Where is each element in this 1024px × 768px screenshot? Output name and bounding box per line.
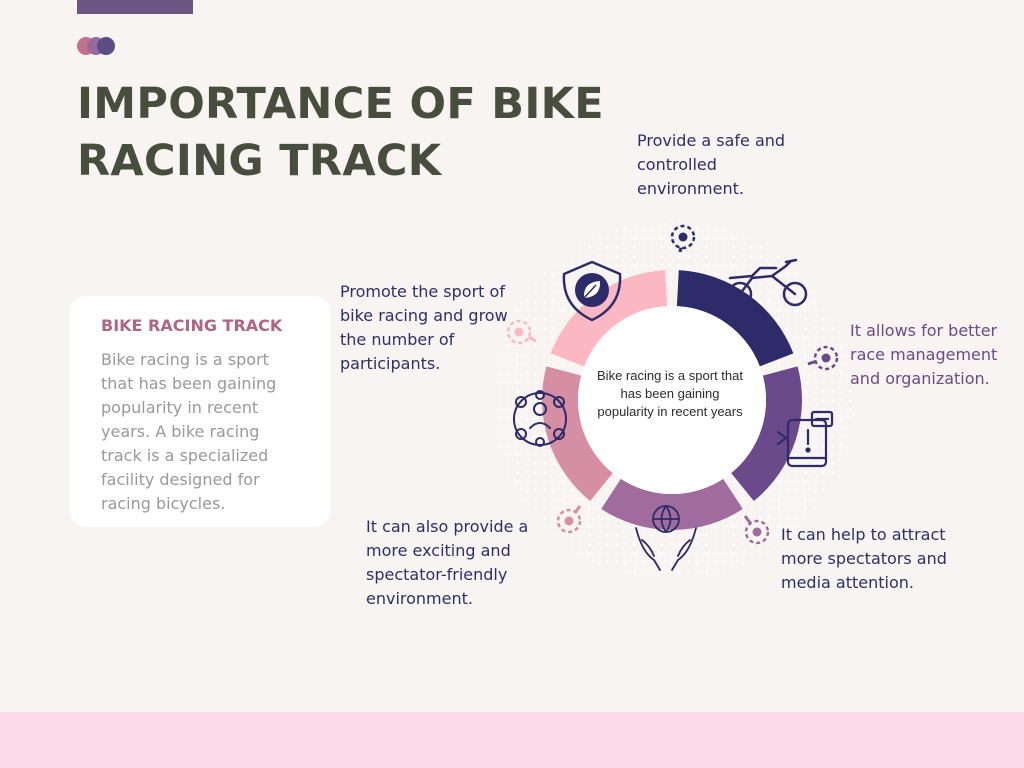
marker-dot-2 (821, 353, 831, 363)
info-card: BIKE RACING TRACK Bike racing is a sport… (70, 296, 330, 527)
benefit-race-management: It allows for better race management and… (850, 321, 998, 388)
top-accent-bar (77, 0, 193, 14)
marker-dot-4 (564, 516, 574, 526)
motorcycle-icon (727, 258, 808, 307)
wheel-segment-1 (676, 270, 794, 367)
connectors (506, 224, 839, 545)
marker-dot-1 (678, 232, 688, 242)
card-title: BIKE RACING TRACK (101, 316, 283, 335)
marker-dot-5 (514, 327, 524, 337)
benefit-promote-sport: Promote the sport of bike racing and gro… (340, 282, 508, 373)
wheel-segment-4 (542, 366, 613, 502)
wheel-segments (542, 270, 802, 531)
dot-3 (97, 37, 115, 55)
center-disc (578, 306, 766, 494)
benefit-spectators-media: It can help to attract more spectators a… (781, 525, 947, 592)
center-text: Bike racing is a sport that has been gai… (597, 368, 743, 419)
phone-checklist-icon (776, 410, 834, 468)
title-line-1: IMPORTANCE OF BIKE (77, 79, 604, 129)
leaf-shield-icon (562, 260, 622, 322)
wheel-segment-3 (601, 478, 743, 531)
people-network-icon (513, 390, 567, 447)
benefit-exciting-environment: It can also provide a more exciting and … (366, 517, 529, 608)
globe-hands-icon (635, 505, 697, 571)
title-line-2: RACING TRACK (77, 136, 442, 186)
page-title: IMPORTANCE OF BIKE RACING TRACK (77, 76, 604, 190)
card-text: Bike racing is a sport that has been gai… (101, 350, 277, 513)
marker-dot-3 (752, 527, 762, 537)
wheel-segment-2 (731, 366, 802, 502)
decorative-dots (77, 37, 117, 55)
wheel-segment-5 (550, 270, 668, 367)
benefit-safe-environment: Provide a safe and controlled environmen… (637, 131, 786, 198)
bottom-band (0, 712, 1024, 768)
